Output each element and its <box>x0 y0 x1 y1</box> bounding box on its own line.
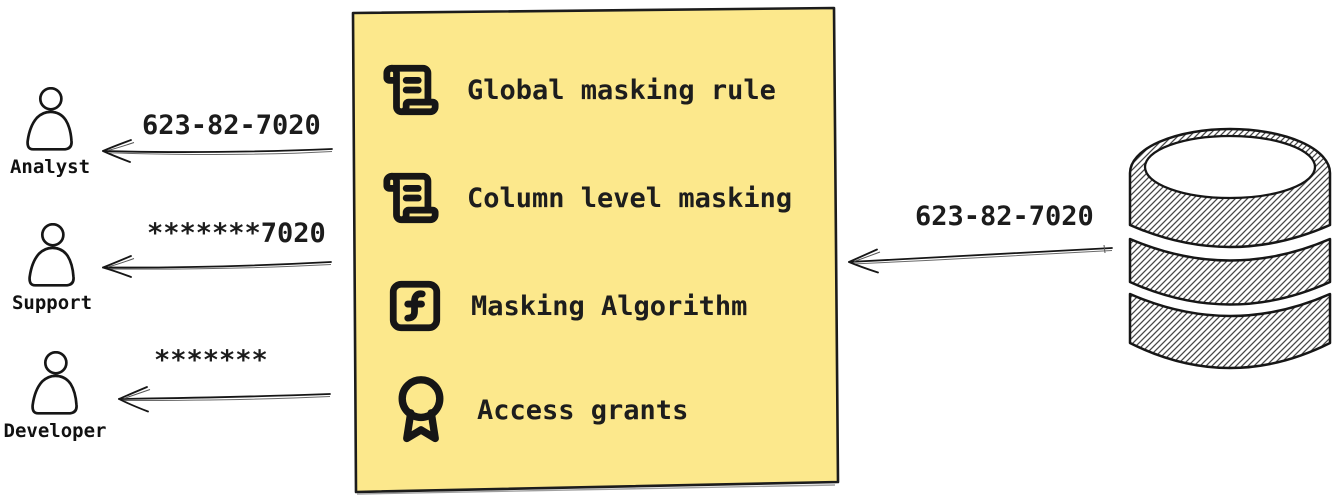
value-to-support: *******7020 <box>147 218 326 249</box>
rule-label: Column level masking <box>467 182 793 214</box>
person-icon <box>31 351 78 415</box>
scroll-text-icon <box>383 172 439 224</box>
value-to-developer: ******* <box>154 345 268 376</box>
rule-label: Access grants <box>477 394 689 426</box>
arrow-to-developer <box>118 386 331 413</box>
actor-developer: Developer <box>3 351 107 442</box>
actor-label: Developer <box>3 420 107 442</box>
person-icon <box>26 87 73 151</box>
arrow-to-support <box>102 255 332 278</box>
actor-label: Analyst <box>9 156 91 178</box>
actor-support: Support <box>2 223 102 314</box>
rule-label: Masking Algorithm <box>471 290 748 322</box>
actor-label: Support <box>11 292 93 314</box>
masking-rule-item: Masking Algorithm <box>386 270 747 342</box>
database-icon <box>1128 127 1332 370</box>
masking-rule-item: Access grants <box>392 374 688 446</box>
arrow-db-to-box <box>848 244 1113 274</box>
rule-label: Global masking rule <box>467 74 776 106</box>
scroll-text-icon <box>383 64 439 116</box>
person-icon <box>28 223 75 287</box>
function-square-icon <box>389 280 441 332</box>
masking-rule-item: Column level masking <box>382 162 792 234</box>
award-icon <box>398 376 444 443</box>
arrow-to-analyst <box>102 139 333 163</box>
value-to-analyst: 623-82-7020 <box>142 110 321 141</box>
actor-analyst: Analyst <box>0 87 100 178</box>
masking-rule-item: Global masking rule <box>382 54 776 126</box>
value-from-database: 623-82-7020 <box>915 201 1094 232</box>
